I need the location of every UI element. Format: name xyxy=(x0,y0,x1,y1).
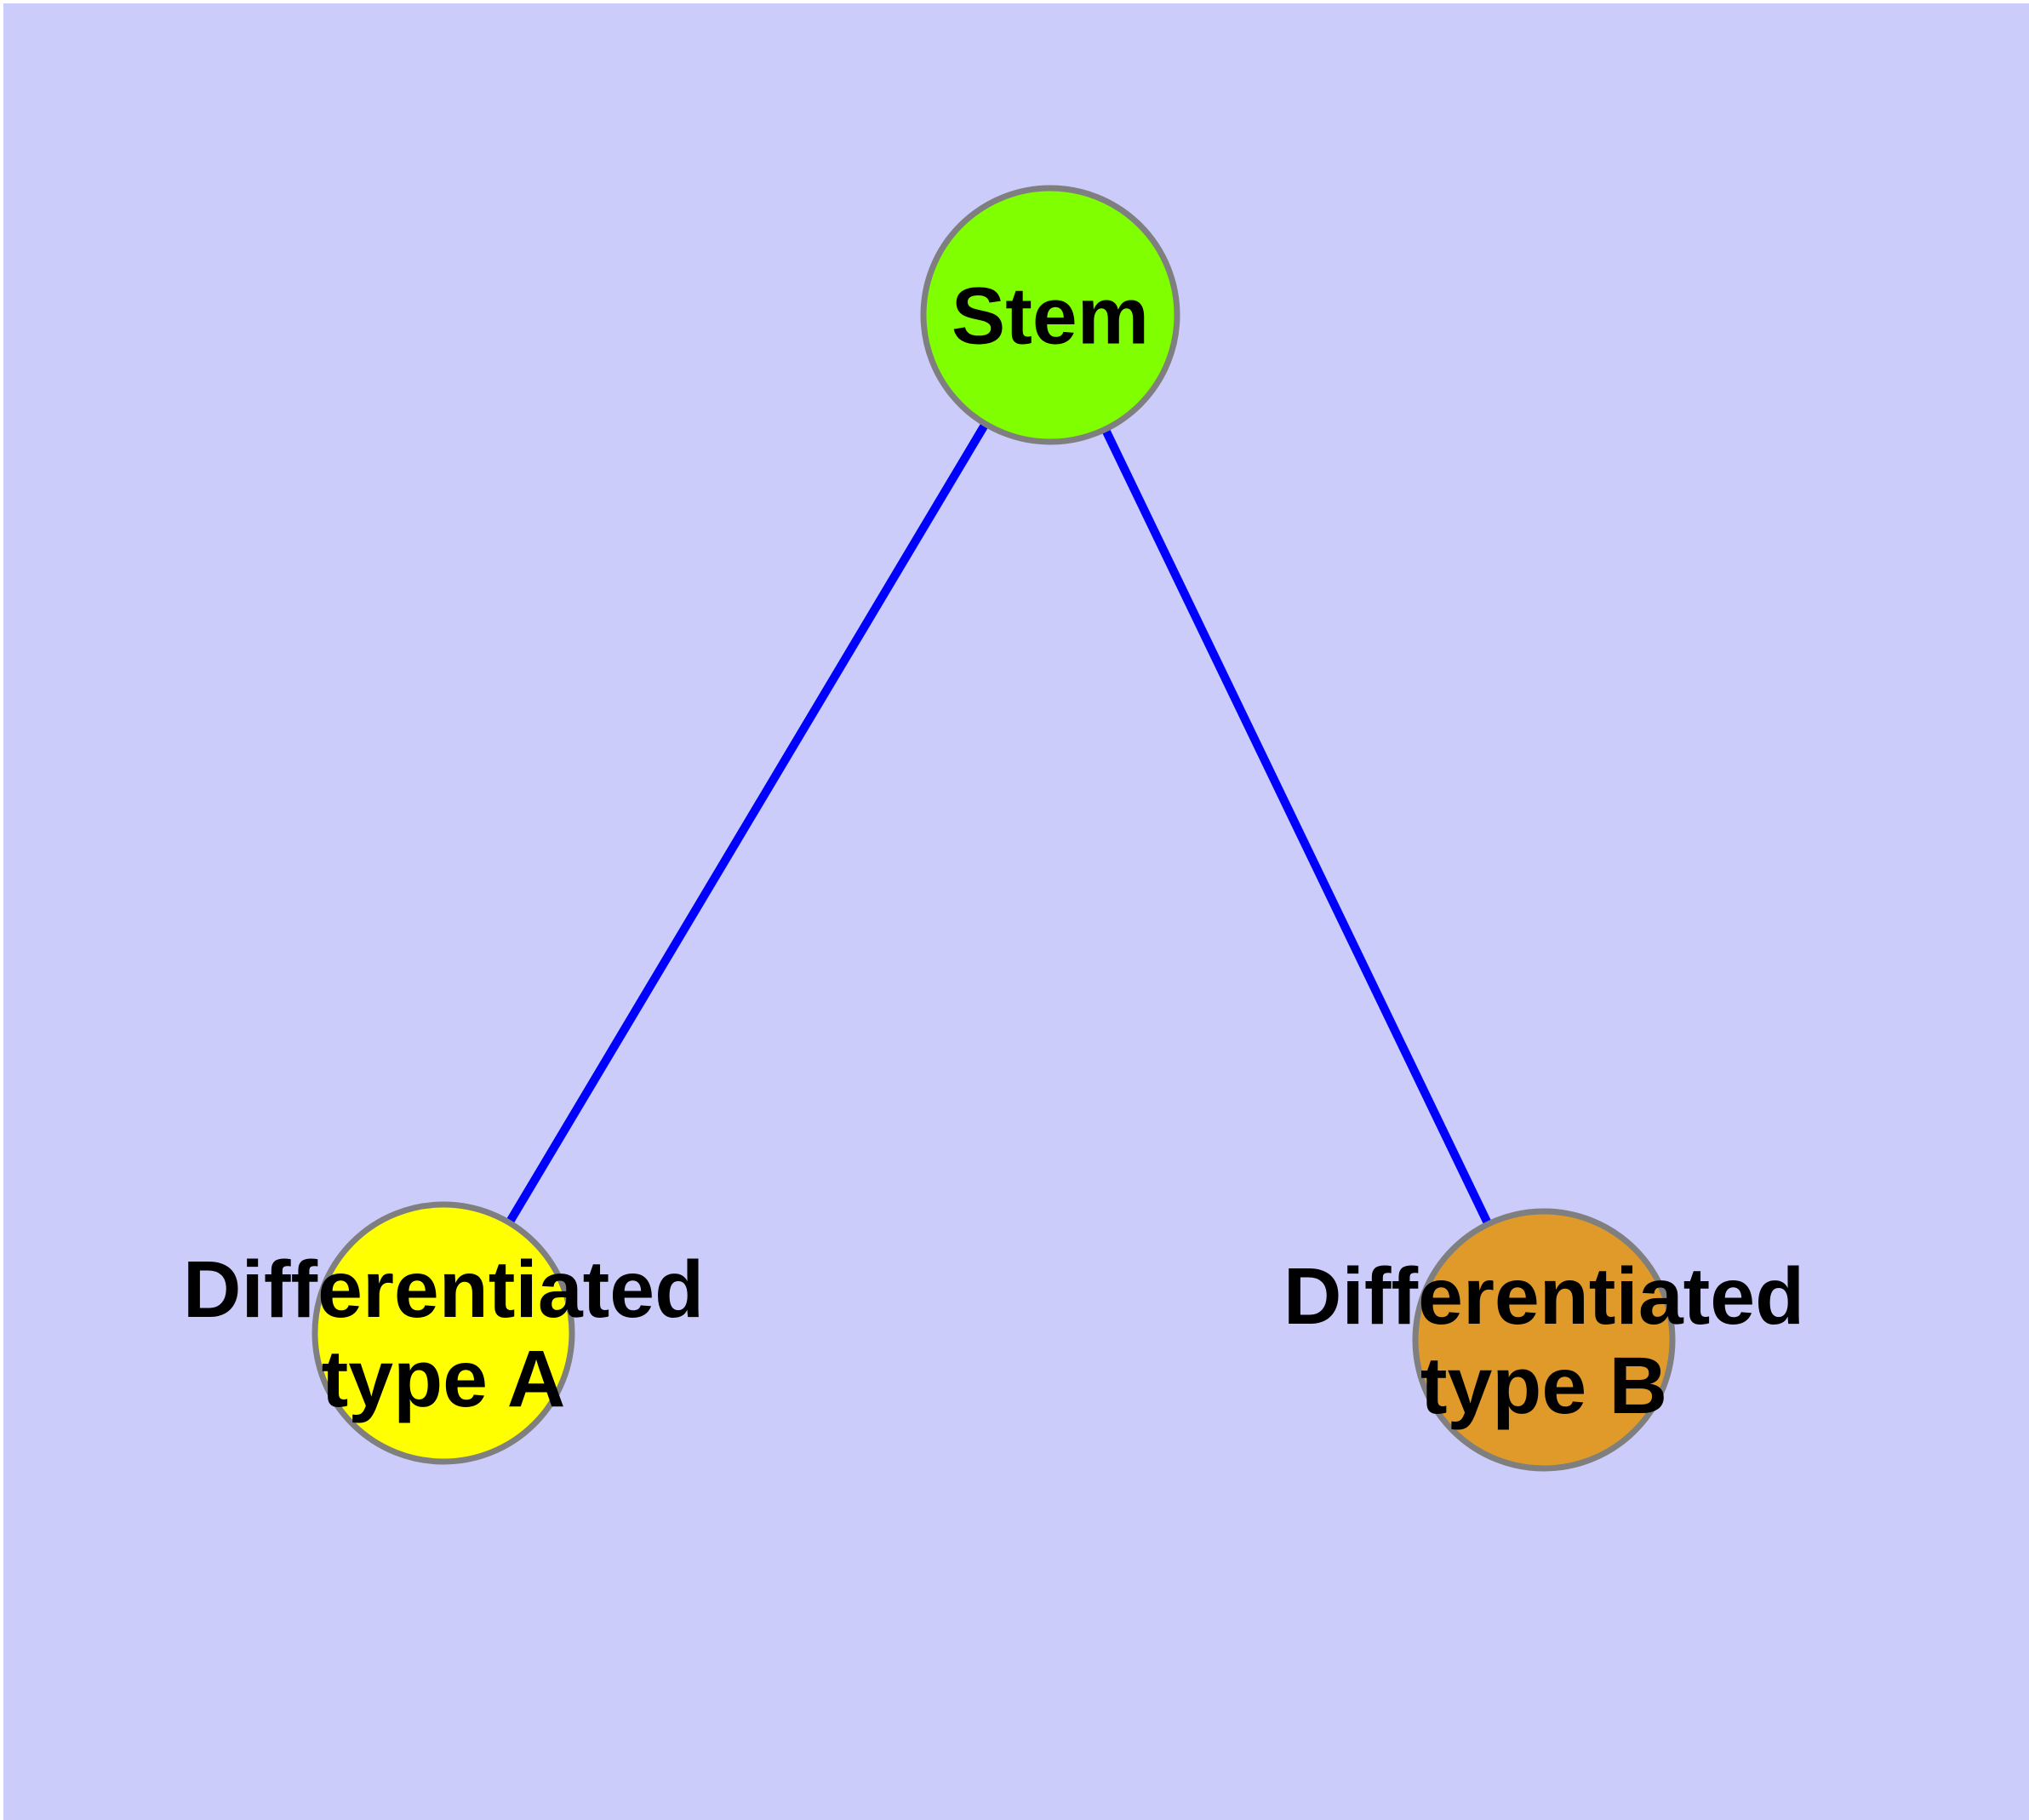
node-stem[interactable] xyxy=(920,185,1180,445)
node-diff-b[interactable] xyxy=(1412,1208,1676,1472)
node-label-line: Differentiated xyxy=(183,1245,704,1335)
edges-layer xyxy=(439,312,1548,1342)
node-label-line: Stem xyxy=(952,272,1149,362)
node-diff-a[interactable] xyxy=(311,1201,575,1465)
node-label-stem: Stem xyxy=(952,272,1149,362)
node-label-line: type B xyxy=(1420,1341,1667,1431)
node-label-line: Differentiated xyxy=(1283,1251,1804,1342)
node-label-line: type A xyxy=(322,1334,566,1424)
nodes-layer xyxy=(311,185,1676,1472)
edge-stem-to-diff-a[interactable] xyxy=(439,312,1055,1336)
edge-stem-to-diff-b[interactable] xyxy=(1046,312,1548,1342)
